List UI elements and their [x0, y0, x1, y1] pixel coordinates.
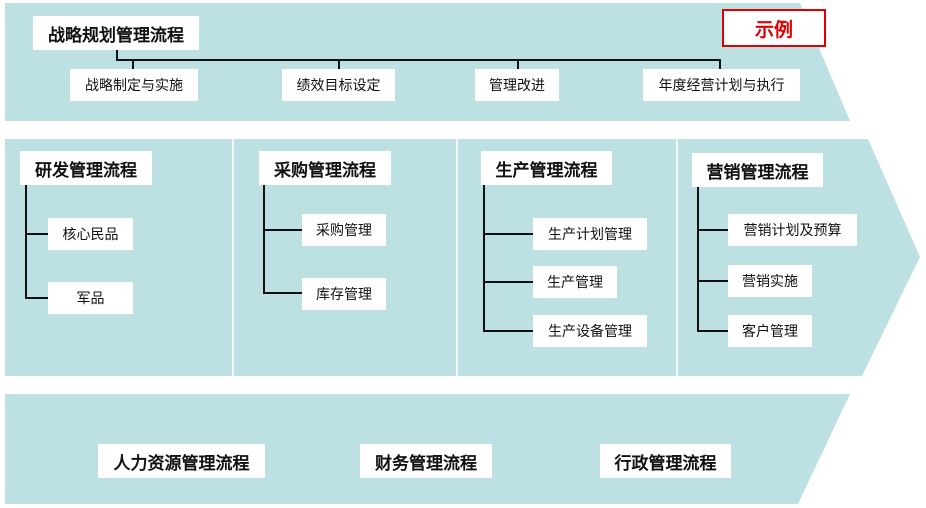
- example-badge: 示例: [722, 9, 826, 47]
- connector: [263, 292, 302, 294]
- connector: [719, 59, 721, 69]
- rnd-title: 研发管理流程: [20, 151, 152, 185]
- connector: [263, 229, 302, 231]
- marketing-item: 客户管理: [728, 315, 812, 347]
- support-item: 财务管理流程: [360, 444, 492, 478]
- support-item: 行政管理流程: [600, 444, 731, 478]
- strategy-item: 绩效目标设定: [282, 69, 395, 101]
- rnd-item: 军品: [48, 282, 133, 314]
- strategy-title: 战略规划管理流程: [33, 16, 199, 50]
- marketing-item: 营销计划及预算: [728, 214, 857, 246]
- connector: [116, 59, 720, 61]
- connector: [25, 297, 48, 299]
- connector: [697, 186, 699, 332]
- connector: [25, 184, 27, 299]
- connector: [116, 50, 118, 60]
- connector: [483, 184, 485, 332]
- production-item: 生产管理: [533, 266, 617, 298]
- connector: [697, 280, 728, 282]
- connector: [483, 330, 533, 332]
- purchase-item: 采购管理: [302, 214, 386, 246]
- connector: [338, 59, 340, 69]
- rnd-item: 核心民品: [48, 218, 133, 250]
- marketing-title: 营销管理流程: [692, 153, 823, 187]
- connector: [483, 281, 533, 283]
- purchase-title: 采购管理流程: [259, 151, 391, 185]
- connector: [263, 184, 265, 294]
- purchase-item: 库存管理: [302, 278, 386, 310]
- strategy-item: 管理改进: [475, 69, 559, 101]
- production-title: 生产管理流程: [481, 151, 612, 185]
- strategy-band: [5, 3, 850, 121]
- support-item: 人力资源管理流程: [98, 444, 265, 478]
- strategy-item: 战略制定与实施: [70, 69, 198, 101]
- connector: [132, 59, 134, 69]
- connector: [25, 233, 48, 235]
- production-item: 生产设备管理: [533, 315, 647, 347]
- strategy-item: 年度经营计划与执行: [643, 69, 800, 101]
- connector: [483, 233, 533, 235]
- connector: [517, 59, 519, 69]
- production-item: 生产计划管理: [533, 218, 647, 250]
- connector: [697, 330, 728, 332]
- connector: [697, 229, 728, 231]
- marketing-item: 营销实施: [728, 265, 812, 297]
